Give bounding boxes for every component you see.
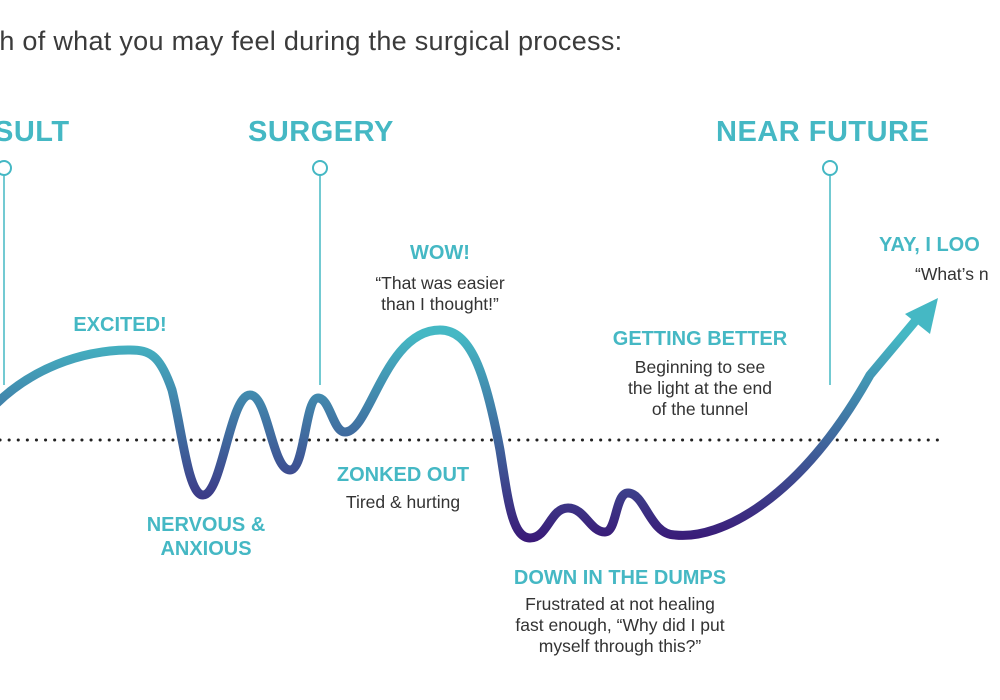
emotion-quote-wow-line1: “That was easier — [375, 273, 505, 293]
emotion-desc-dumps-line1: Frustrated at not healing — [525, 594, 715, 614]
near-future-marker-icon — [822, 160, 838, 176]
page-title: ph of what you may feel during the surgi… — [0, 26, 623, 56]
emotion-label-yay: YAY, I LOO — [879, 234, 980, 256]
phase-label-surgery: SURGERY — [248, 116, 394, 148]
emotion-curve — [0, 308, 927, 543]
phase-label-near-future: NEAR FUTURE — [716, 116, 930, 148]
emotion-label-nervous-line1: NERVOUS & — [146, 514, 266, 536]
emotion-desc-dumps-line2: fast enough, “Why did I put — [515, 615, 725, 635]
emotion-label-better: GETTING BETTER — [612, 328, 788, 350]
consult-marker-icon — [0, 160, 12, 176]
emotion-desc-dumps-line3: myself through this?” — [538, 636, 702, 656]
emotion-quote-wow-line2: than I thought!” — [381, 294, 499, 314]
emotion-label-nervous-line2: ANXIOUS — [160, 538, 252, 560]
emotion-label-dumps: DOWN IN THE DUMPS — [513, 567, 727, 589]
emotion-label-wow: WOW! — [410, 242, 470, 264]
emotion-desc-better-line3: of the tunnel — [651, 399, 749, 419]
emotion-desc-zonked: Tired & hurting — [345, 492, 461, 512]
emotion-label-excited: EXCITED! — [73, 314, 167, 336]
arrow-head-icon — [905, 298, 938, 334]
emotion-label-zonked: ZONKED OUT — [336, 464, 470, 486]
emotion-desc-better-line1: Beginning to see — [634, 357, 766, 377]
emotion-quote-yay: “What’s n — [915, 264, 989, 284]
surgery-marker-icon — [312, 160, 328, 176]
phase-label-consult: SULT — [0, 116, 70, 148]
emotion-desc-better-line2: the light at the end — [628, 378, 772, 398]
